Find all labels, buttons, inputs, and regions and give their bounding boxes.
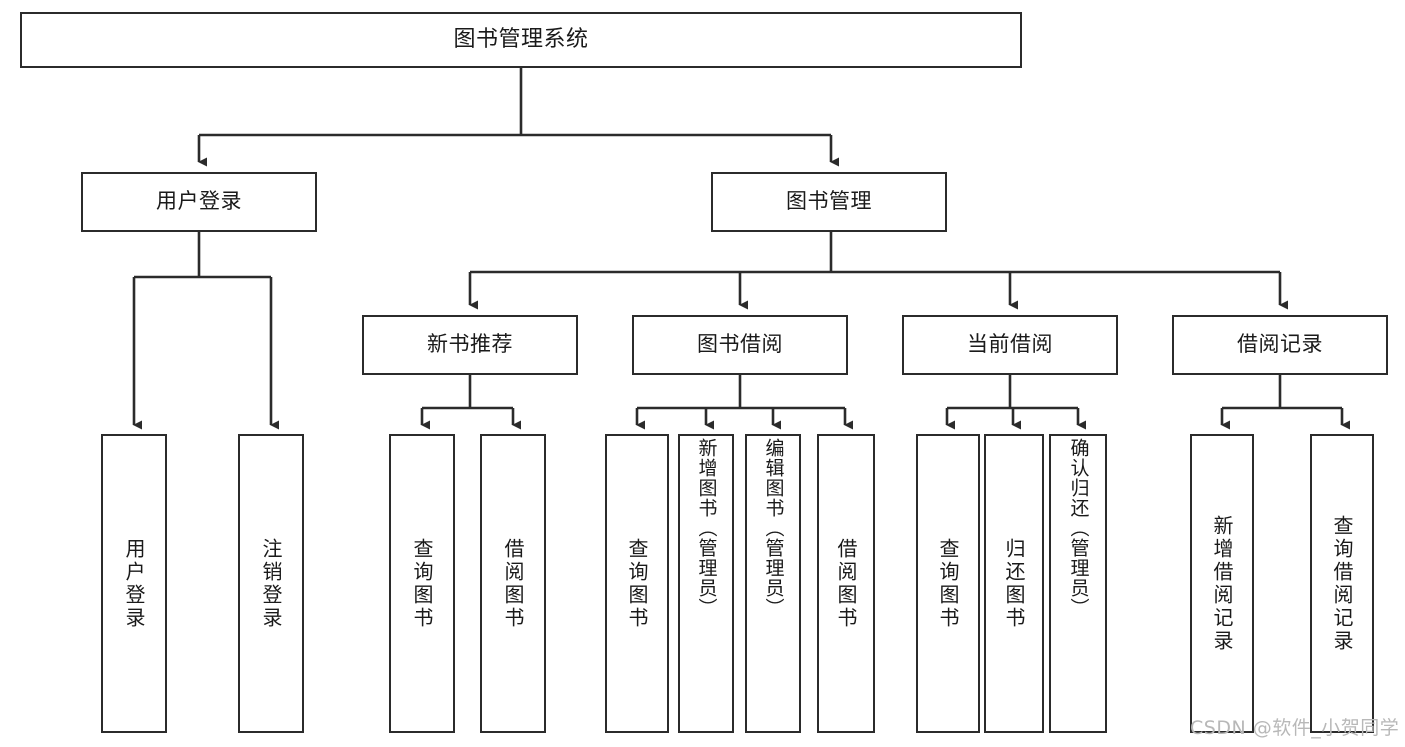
- leaf-br-query-record[interactable]: 查询借阅记录: [1310, 434, 1374, 733]
- node-current-borrow-label: 当前借阅: [967, 332, 1053, 357]
- leaf-nb-borrow-book-label: 借阅图书: [501, 537, 525, 630]
- leaf-logout[interactable]: 注销登录: [238, 434, 304, 733]
- node-user-login[interactable]: 用户登录: [81, 172, 317, 232]
- node-current-borrow[interactable]: 当前借阅: [902, 315, 1118, 375]
- node-book-borrow[interactable]: 图书借阅: [632, 315, 848, 375]
- leaf-bb-add-book[interactable]: 新增图书（管理员）: [678, 434, 734, 733]
- leaf-cb-return-book-label: 归还图书: [1002, 537, 1026, 630]
- leaf-bb-query-book-label: 查询图书: [625, 537, 649, 630]
- node-book-borrow-label: 图书借阅: [697, 332, 783, 357]
- leaf-br-query-record-label: 查询借阅记录: [1330, 514, 1354, 653]
- leaf-br-add-record-label: 新增借阅记录: [1210, 514, 1234, 653]
- leaf-cb-confirm-return[interactable]: 确认归还（管理员）: [1049, 434, 1107, 733]
- node-borrow-record[interactable]: 借阅记录: [1172, 315, 1388, 375]
- leaf-cb-query-book-label: 查询图书: [936, 537, 960, 630]
- leaf-nb-query-book-label: 查询图书: [410, 537, 434, 630]
- node-borrow-record-label: 借阅记录: [1237, 332, 1323, 357]
- leaf-nb-query-book[interactable]: 查询图书: [389, 434, 455, 733]
- leaf-user-login[interactable]: 用户登录: [101, 434, 167, 733]
- node-book-management[interactable]: 图书管理: [711, 172, 947, 232]
- leaf-cb-return-book[interactable]: 归还图书: [984, 434, 1044, 733]
- leaf-br-add-record[interactable]: 新增借阅记录: [1190, 434, 1254, 733]
- leaf-bb-edit-book[interactable]: 编辑图书（管理员）: [745, 434, 801, 733]
- node-root[interactable]: 图书管理系统: [20, 12, 1022, 68]
- leaf-bb-borrow-book-label: 借阅图书: [834, 537, 858, 630]
- node-root-label: 图书管理系统: [453, 26, 589, 52]
- node-user-login-label: 用户登录: [156, 189, 242, 214]
- leaf-user-login-label: 用户登录: [122, 537, 146, 630]
- leaf-cb-confirm-return-label: 确认归还（管理员）: [1067, 438, 1090, 618]
- node-book-management-label: 图书管理: [786, 189, 872, 214]
- leaf-bb-edit-book-label: 编辑图书（管理员）: [762, 438, 785, 618]
- leaf-cb-query-book[interactable]: 查询图书: [916, 434, 980, 733]
- leaf-logout-label: 注销登录: [259, 537, 283, 630]
- node-new-book-recommend-label: 新书推荐: [427, 332, 513, 357]
- leaf-nb-borrow-book[interactable]: 借阅图书: [480, 434, 546, 733]
- leaf-bb-borrow-book[interactable]: 借阅图书: [817, 434, 875, 733]
- leaf-bb-add-book-label: 新增图书（管理员）: [695, 438, 718, 618]
- csdn-watermark: CSDN @软件_小贺同学: [1190, 717, 1400, 739]
- leaf-bb-query-book[interactable]: 查询图书: [605, 434, 669, 733]
- node-new-book-recommend[interactable]: 新书推荐: [362, 315, 578, 375]
